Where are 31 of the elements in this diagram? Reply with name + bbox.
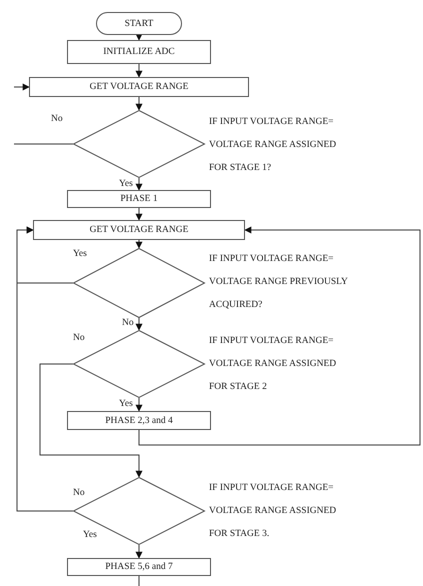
connector-arrow [136, 208, 142, 221]
process-box [67, 411, 211, 430]
connector-arrow [40, 364, 142, 478]
decision-text: IF INPUT VOLTAGE RANGE= VOLTAGE RANGE ASSIGNED FOR STAGE 1? [209, 116, 338, 175]
process-box [67, 40, 211, 64]
process-box [29, 77, 249, 97]
connector-arrow [136, 398, 142, 412]
box-label: PHASE 1 [120, 194, 158, 204]
box-label: PHASE 5,6 and 7 [105, 562, 173, 572]
box-label: START [124, 18, 154, 28]
decision-text: IF INPUT VOLTAGE RANGE= VOLTAGE RANGE ASSIGNED FOR STAGE 2 [209, 335, 338, 394]
box-label: INITIALIZE ADC [103, 47, 175, 57]
connector-arrow [136, 64, 142, 78]
connector-arrow [136, 34, 142, 41]
connector-arrow [138, 226, 420, 446]
connector-arrow [136, 96, 142, 111]
box-label: GET VOLTAGE RANGE [90, 225, 188, 235]
connector-arrow [14, 84, 30, 90]
decision-text: IF INPUT VOLTAGE RANGE= VOLTAGE RANGE ASSIGNED FOR STAGE 3. [209, 482, 338, 541]
decision-text: IF INPUT VOLTAGE RANGE= VOLTAGE RANGE PREVIOUSLY ACQUIRED? [209, 253, 349, 312]
box-label: PHASE 2,3 and 4 [105, 416, 173, 426]
box-label: GET VOLTAGE RANGE [90, 82, 188, 92]
terminal-box [96, 12, 182, 35]
process-box [33, 220, 245, 240]
process-box [67, 558, 211, 576]
connector-arrow [136, 544, 142, 559]
connector-arrow [136, 178, 142, 191]
process-box [67, 190, 211, 208]
connector-arrow [136, 318, 142, 331]
connector-arrow [136, 240, 142, 249]
connector-arrow [16, 226, 74, 512]
